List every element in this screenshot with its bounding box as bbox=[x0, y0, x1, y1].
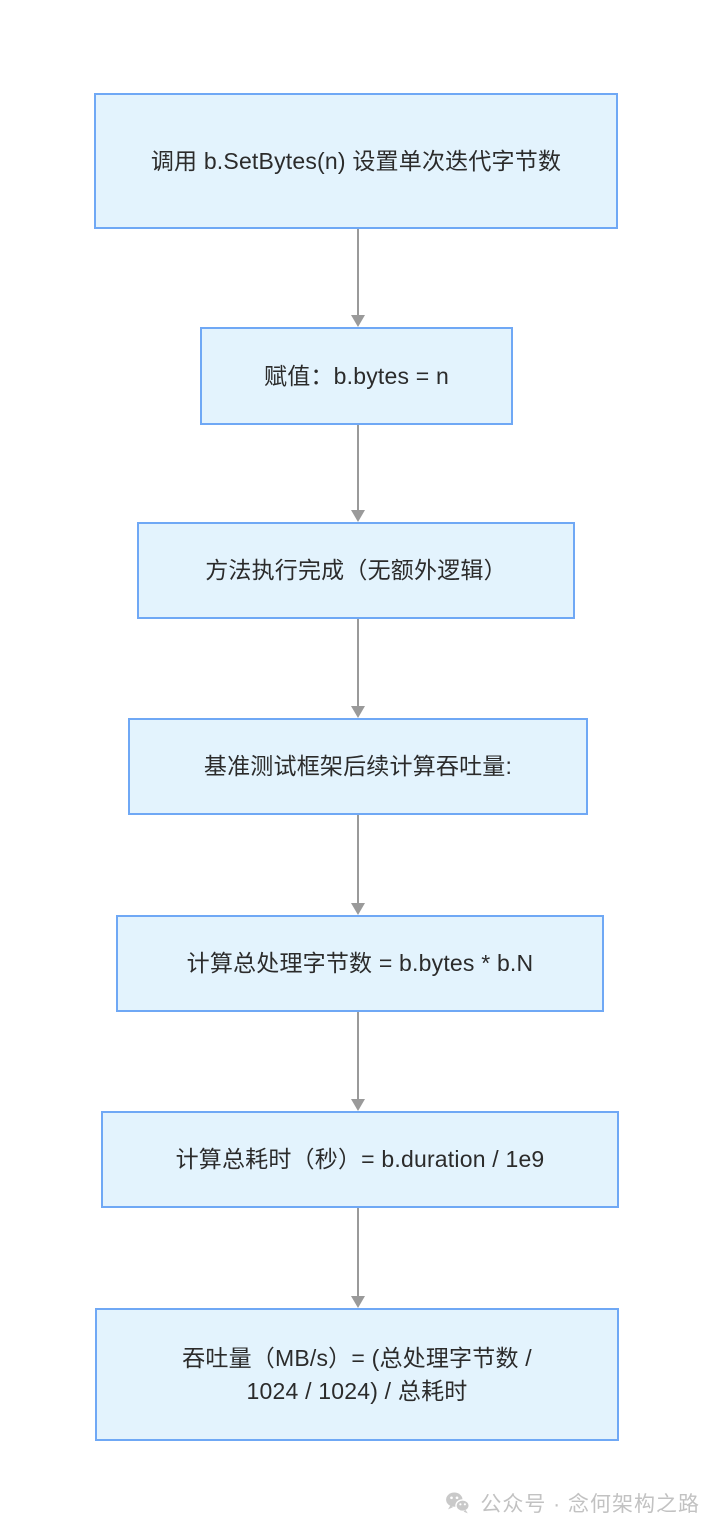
flow-connector-4-5 bbox=[351, 815, 365, 915]
watermark-text: 公众号 · 念何架构之路 bbox=[480, 1493, 700, 1516]
wechat-icon bbox=[446, 1492, 471, 1514]
arrowhead-down-icon bbox=[351, 315, 365, 327]
flow-node-7-label: 吞吐量（MB/s）= (总处理字节数 / 1024 / 1024) / 总耗时 bbox=[182, 1344, 532, 1404]
connector-line bbox=[357, 1208, 359, 1296]
flow-node-2: 赋值：b.bytes = n bbox=[200, 327, 513, 425]
flow-connector-5-6 bbox=[351, 1012, 365, 1111]
arrowhead-down-icon bbox=[351, 706, 365, 718]
flow-node-4: 基准测试框架后续计算吞吐量: bbox=[128, 718, 588, 815]
connector-line bbox=[357, 425, 359, 510]
arrowhead-down-icon bbox=[351, 1296, 365, 1308]
flow-connector-1-2 bbox=[351, 229, 365, 327]
flow-node-1: 调用 b.SetBytes(n) 设置单次迭代字节数 bbox=[94, 93, 618, 229]
arrowhead-down-icon bbox=[351, 510, 365, 522]
connector-line bbox=[357, 619, 359, 706]
flow-node-7: 吞吐量（MB/s）= (总处理字节数 / 1024 / 1024) / 总耗时 bbox=[95, 1308, 619, 1441]
flow-node-3: 方法执行完成（无额外逻辑） bbox=[137, 522, 575, 619]
flow-node-5-label: 计算总处理字节数 = b.bytes * b.N bbox=[186, 950, 534, 977]
connector-line bbox=[357, 815, 359, 903]
connector-line bbox=[357, 1012, 359, 1099]
flow-node-6: 计算总耗时（秒）= b.duration / 1e9 bbox=[101, 1111, 619, 1208]
flow-node-3-label: 方法执行完成（无额外逻辑） bbox=[205, 557, 507, 584]
flow-node-4-label: 基准测试框架后续计算吞吐量: bbox=[203, 753, 513, 780]
flow-connector-2-3 bbox=[351, 425, 365, 522]
flow-connector-6-7 bbox=[351, 1208, 365, 1308]
flow-connector-3-4 bbox=[351, 619, 365, 718]
connector-line bbox=[357, 229, 359, 315]
arrowhead-down-icon bbox=[351, 903, 365, 915]
flow-node-6-label: 计算总耗时（秒）= b.duration / 1e9 bbox=[175, 1146, 545, 1173]
flow-node-5: 计算总处理字节数 = b.bytes * b.N bbox=[116, 915, 604, 1012]
arrowhead-down-icon bbox=[351, 1099, 365, 1111]
flow-node-1-label: 调用 b.SetBytes(n) 设置单次迭代字节数 bbox=[150, 147, 562, 174]
flow-node-2-label: 赋值：b.bytes = n bbox=[264, 362, 449, 389]
watermark: 公众号 · 念何架构之路 bbox=[445, 1488, 700, 1518]
